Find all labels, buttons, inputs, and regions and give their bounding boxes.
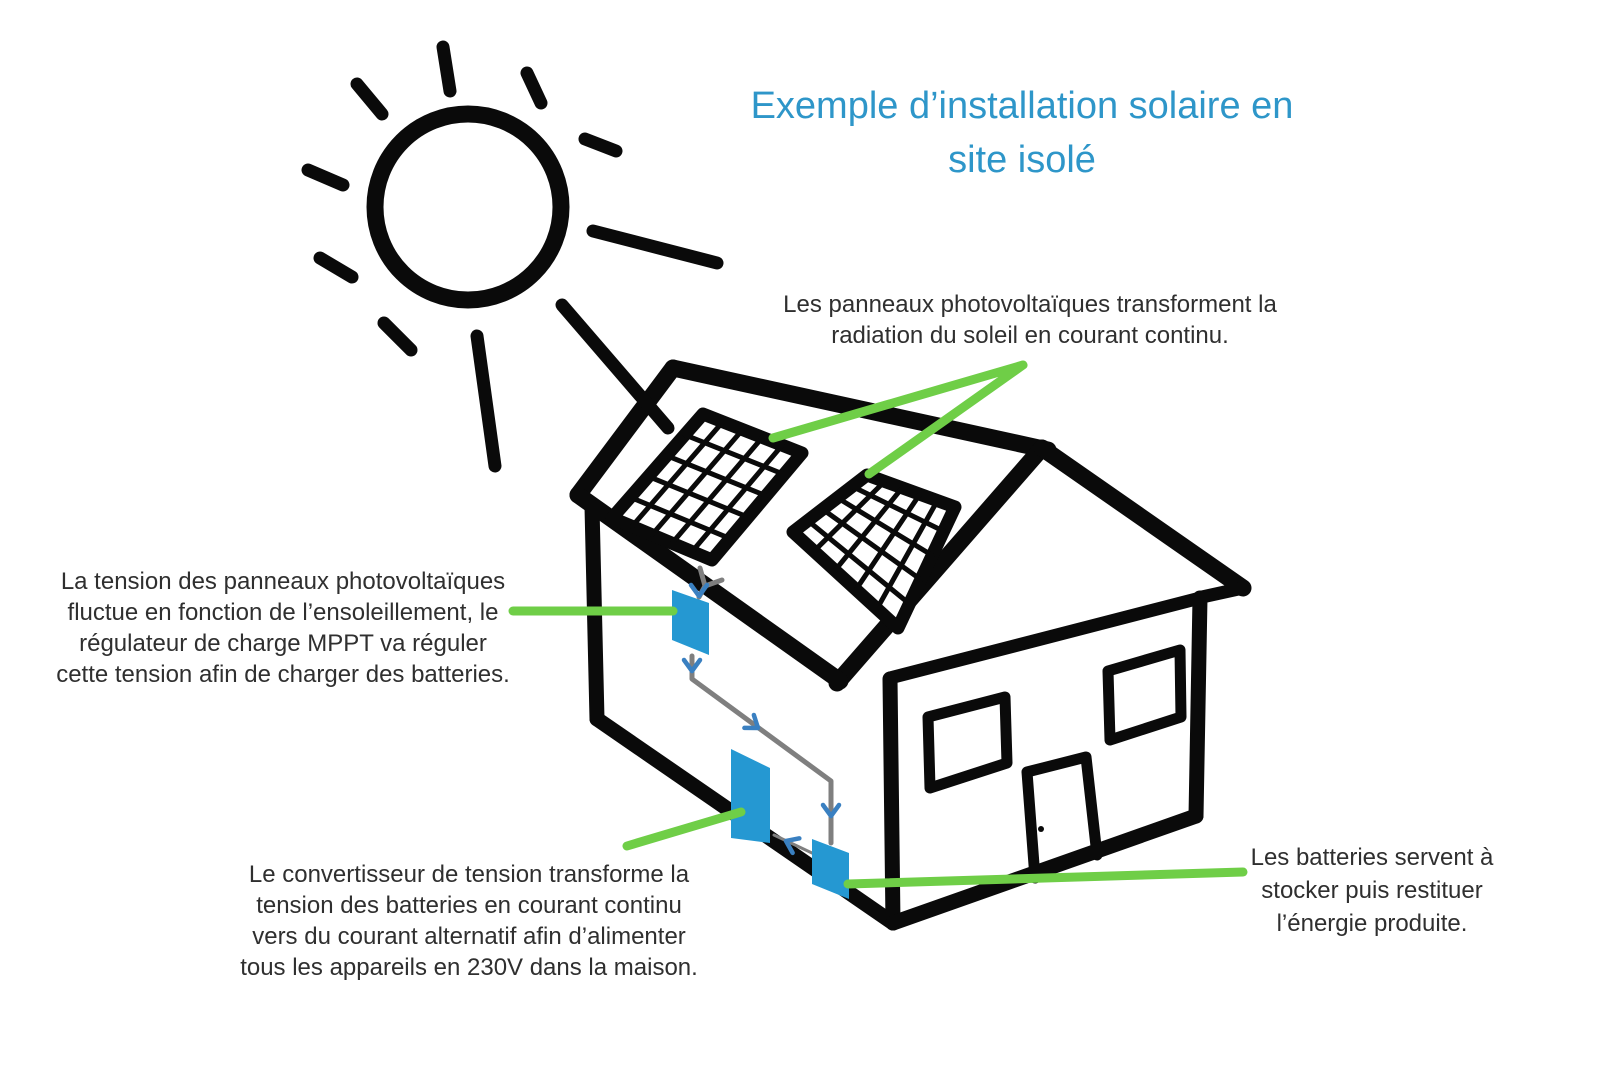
roof-gable	[837, 448, 1243, 683]
current-arrow	[783, 836, 802, 856]
annotation-mppt: La tension des panneaux photovoltaïques …	[33, 566, 533, 690]
gable-left-slope	[828, 439, 1051, 692]
annotation-mppt-line-2: fluctue en fonction de l’ensoleillement,…	[67, 599, 499, 626]
annotation-converter-line-2: tension des batteries en courant continu	[256, 892, 682, 919]
sun-ray	[350, 77, 389, 121]
callout-lines	[508, 360, 1248, 889]
mppt-regulator-box	[672, 590, 709, 655]
front-wall-right-edge	[1188, 590, 1208, 824]
page-title-line-1: Exemple d’installation solaire en	[750, 85, 1294, 127]
sun-ray	[436, 40, 457, 98]
gable-right-slope	[1033, 439, 1252, 597]
sun-rays	[301, 40, 724, 473]
page-title-line-2: site isolé	[948, 139, 1096, 181]
front-wall-bottom	[885, 808, 1204, 931]
annotation-battery-line-3: l’énergie produite.	[1276, 910, 1468, 937]
annotation-panels-line-1: Les panneaux photovoltaïques transformen…	[783, 291, 1277, 318]
eave-return	[1195, 581, 1250, 604]
solar-panel-left	[605, 407, 809, 567]
roof-back-edge	[569, 359, 682, 504]
annotation-converter: Le convertisseur de tension transforme l…	[219, 859, 719, 983]
sun-ray	[470, 329, 502, 473]
converter-box	[731, 749, 770, 843]
annotation-mppt-line-4: cette tension afin de charger des batter…	[56, 661, 510, 688]
annotation-mppt-line-1: La tension des panneaux photovoltaïques	[60, 568, 506, 595]
sun-icon	[301, 40, 724, 473]
solar-panel-right	[786, 468, 962, 635]
front-window-left	[922, 691, 1013, 794]
front-window-right	[1102, 644, 1187, 746]
callout-line-panels	[768, 360, 1028, 479]
callout-line-battery	[843, 867, 1248, 889]
annotation-battery-line-1: Les batteries servent à	[1250, 844, 1494, 871]
sun-ray	[578, 132, 623, 158]
doorknob-dot	[1038, 826, 1044, 832]
annotation-converter-line-1: Le convertisseur de tension transforme l…	[248, 861, 690, 888]
annotation-converter-line-4: tous les appareils en 230V dans la maiso…	[240, 954, 698, 981]
current-arrow	[681, 657, 703, 674]
sun-ray	[301, 163, 350, 192]
sun-circle	[366, 105, 570, 309]
panel-left-grid-lines	[627, 419, 787, 555]
annotation-panels-line-2: radiation du soleil en courant continu.	[831, 322, 1229, 349]
current-arrow	[688, 582, 710, 599]
annotation-panels: Les panneaux photovoltaïques transformen…	[780, 289, 1280, 351]
battery-to-converter-wire	[772, 833, 814, 855]
battery-box	[812, 839, 849, 899]
current-arrow	[742, 712, 761, 731]
page-title: Exemple d’installation solaire en site i…	[702, 79, 1342, 187]
panel-right-frame	[786, 468, 962, 635]
sun-ray	[555, 298, 675, 435]
sun-ray	[313, 251, 359, 284]
sun-ray	[520, 66, 548, 110]
callout-line-converter	[622, 807, 746, 851]
annotation-battery: Les batteries servent à stocker puis res…	[1172, 841, 1572, 940]
annotation-converter-line-3: vers du courant alternatif afin d’alimen…	[252, 923, 686, 950]
current-arrow	[820, 802, 842, 819]
front-wall-top-edge	[883, 591, 1207, 685]
wiring	[681, 565, 842, 856]
panel-right-grid-lines	[805, 478, 947, 612]
sun-ray	[377, 316, 418, 357]
sun-ray	[586, 224, 724, 270]
annotation-mppt-line-3: régulateur de charge MPPT va réguler	[79, 630, 487, 657]
annotation-battery-line-2: stocker puis restituer	[1261, 877, 1483, 904]
front-door	[1021, 751, 1103, 884]
